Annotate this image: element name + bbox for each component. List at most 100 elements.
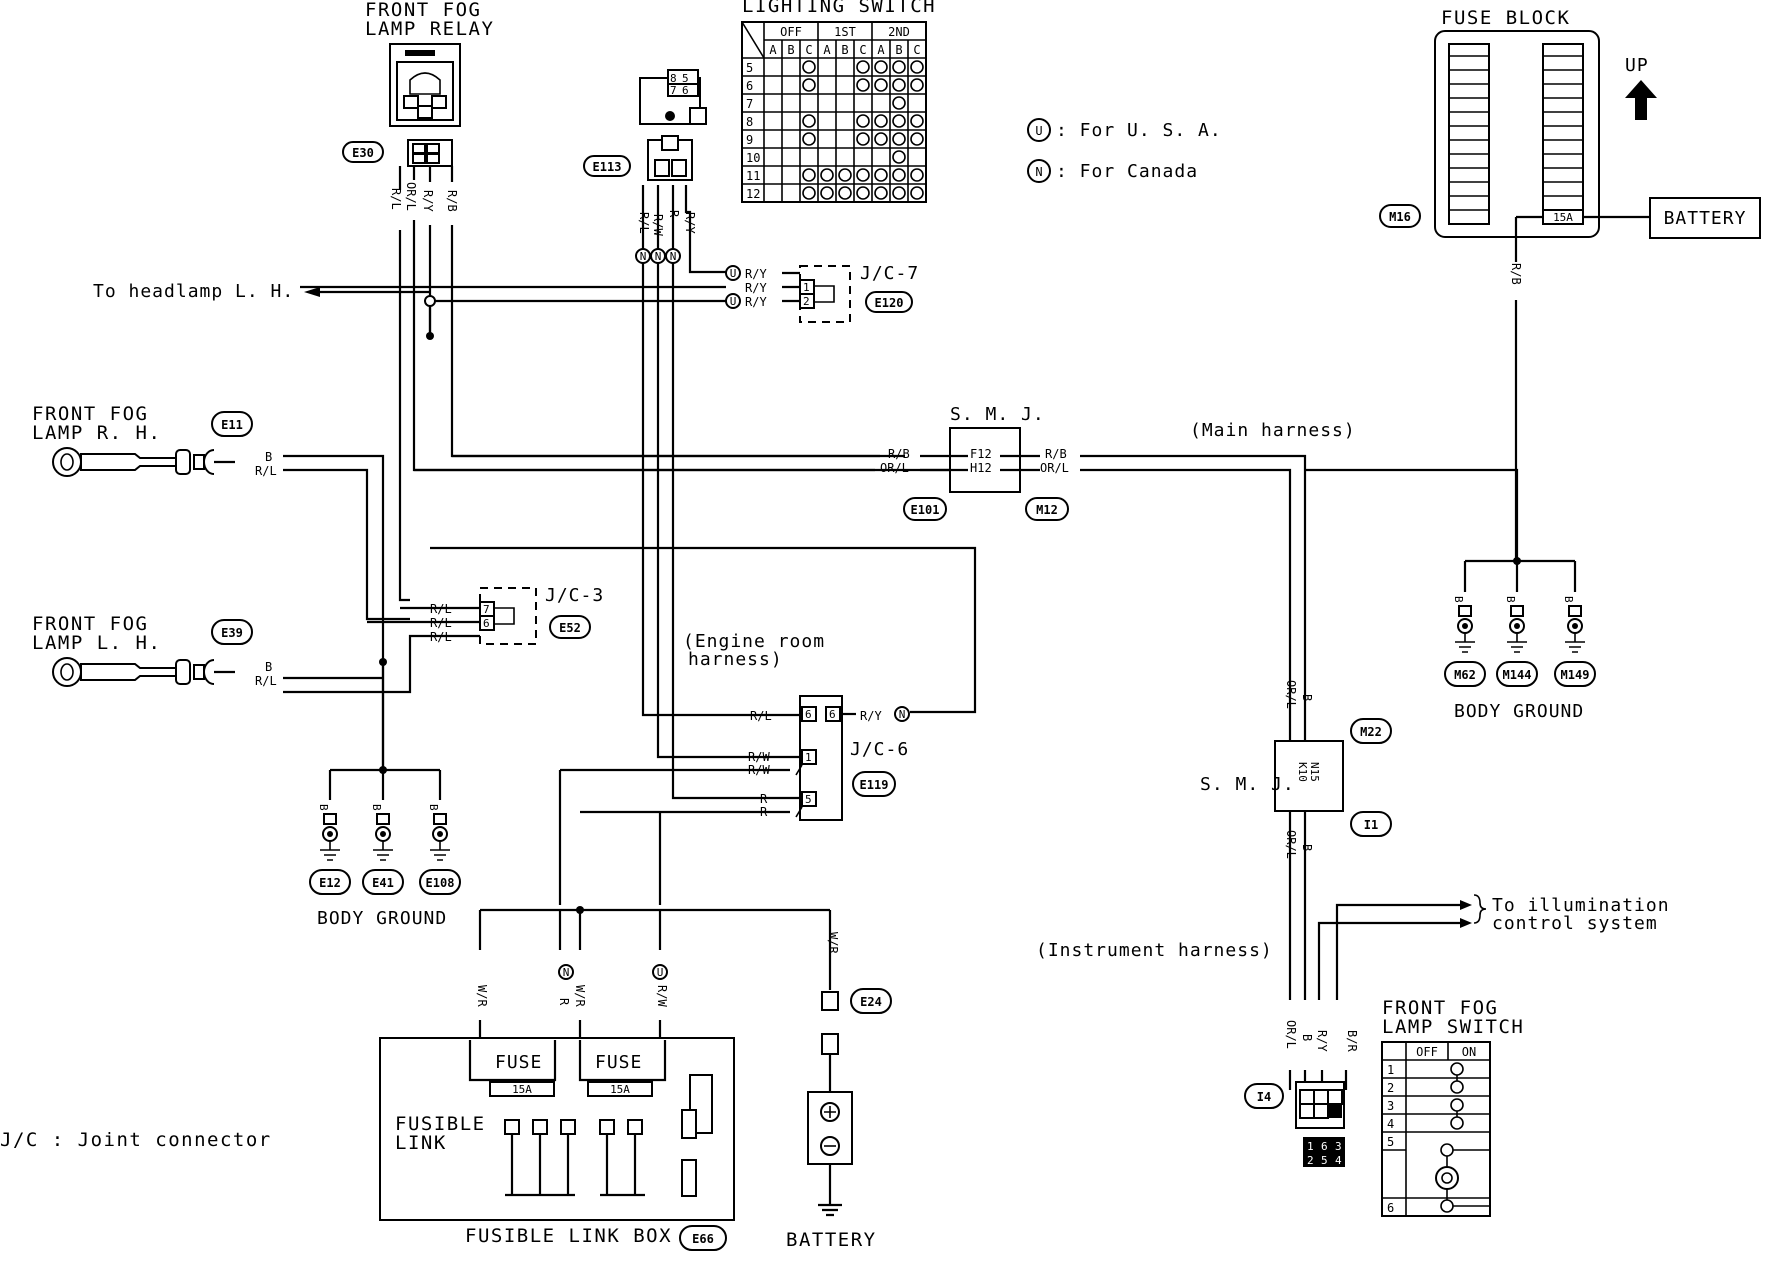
connector-e11: E11 xyxy=(211,411,253,437)
ls-col-4: B xyxy=(841,43,848,57)
ls-contact-mark xyxy=(892,132,906,146)
wire-wr-fusible-2: W/R xyxy=(573,985,587,1007)
ls-contact-mark xyxy=(874,60,888,74)
battery-symbol xyxy=(807,1091,853,1165)
wire-rl-fog-lh: R/L xyxy=(255,674,277,688)
ls-col-0: A xyxy=(769,43,777,57)
wire-orl-smj-right: OR/L xyxy=(1040,461,1069,475)
ls-group-1: 1ST xyxy=(834,25,856,39)
wire-rb-smj-right: R/B xyxy=(1045,447,1067,461)
wire-ry-jc7-1: R/Y xyxy=(745,267,767,281)
i4-pin-map: 1 6 3 2 5 4 xyxy=(1303,1137,1345,1167)
body-ground-right-label: BODY GROUND xyxy=(1454,701,1584,722)
wire-wr-fusible-1: W/R xyxy=(475,985,489,1007)
fusible-link-label-2: LINK xyxy=(395,1132,447,1154)
svg-text:E11: E11 xyxy=(221,418,243,432)
ls-contact-mark xyxy=(838,186,852,200)
ls-row-5: 5 xyxy=(746,61,753,75)
svg-text:6: 6 xyxy=(682,84,689,97)
smj-pin-n15: N15 xyxy=(1308,762,1321,782)
svg-text:FUSE: FUSE xyxy=(495,1052,542,1073)
svg-text:5: 5 xyxy=(1321,1154,1328,1167)
body-ground-left-label: BODY GROUND xyxy=(317,908,447,929)
svg-text:I4: I4 xyxy=(1257,1090,1271,1104)
ls-contact-mark xyxy=(892,60,906,74)
svg-text:: For U. S. A.: : For U. S. A. xyxy=(1056,120,1222,141)
fog-lh-plug xyxy=(193,659,235,685)
svg-text:N: N xyxy=(640,250,647,263)
connector-m16: M16 xyxy=(1379,204,1421,228)
ls-contact-mark xyxy=(802,132,816,146)
connector-m144: M144 xyxy=(1496,661,1538,687)
svg-text:7: 7 xyxy=(670,84,677,97)
fog-switch-row-2: 2 xyxy=(1387,1081,1394,1095)
fog-switch-row-3: 3 xyxy=(1387,1099,1394,1113)
svg-text:E108: E108 xyxy=(426,876,455,890)
svg-text:U: U xyxy=(730,295,737,308)
wire-ry-i4: R/Y xyxy=(1315,1030,1329,1052)
wire-rl-jc6: R/L xyxy=(750,709,772,723)
wire-rb-relay: R/B xyxy=(445,190,459,212)
ls-contact-mark xyxy=(856,78,870,92)
instrument-harness-label: (Instrument harness) xyxy=(1036,940,1273,961)
relay-connector-e30 xyxy=(407,139,453,167)
ls-row-12: 12 xyxy=(746,187,760,201)
jc3-label: J/C-3 xyxy=(545,585,604,606)
legend-canada: N : For Canada xyxy=(1027,159,1197,183)
fog-rh-title-2: LAMP R. H. xyxy=(32,422,161,444)
ls-contact-mark xyxy=(892,168,906,182)
jc3: 7 6 xyxy=(479,587,537,645)
svg-text:U: U xyxy=(730,267,737,280)
svg-text:B: B xyxy=(1562,596,1575,603)
jc6-label: J/C-6 xyxy=(850,739,909,760)
ls-contact-mark xyxy=(910,114,924,128)
fuse-block: 15A xyxy=(1434,30,1600,238)
svg-text:M16: M16 xyxy=(1389,210,1411,224)
ls-contact-mark xyxy=(892,96,906,110)
illumination-label-2: control system xyxy=(1492,913,1658,934)
svg-text:E66: E66 xyxy=(692,1232,714,1246)
connector-i4-body xyxy=(1295,1081,1345,1129)
wire-b-m22-bottom: B xyxy=(1300,844,1314,851)
ls-row-9: 9 xyxy=(746,133,753,147)
svg-text:M149: M149 xyxy=(1561,668,1590,682)
relay-title-2: LAMP RELAY xyxy=(365,18,494,40)
svg-text:15A: 15A xyxy=(610,1083,630,1096)
svg-text:1: 1 xyxy=(803,281,810,294)
usa-markers-jc7: U U xyxy=(725,265,741,309)
up-label: UP xyxy=(1625,55,1649,76)
ls-contact-mark xyxy=(802,186,816,200)
connector-e24: E24 xyxy=(850,988,892,1014)
connector-e39: E39 xyxy=(211,619,253,645)
wire-b-fog-lh: B xyxy=(265,660,272,674)
ls-contact-mark xyxy=(892,114,906,128)
ls-col-3: A xyxy=(823,43,831,57)
fusible-link-box xyxy=(379,1037,735,1221)
fusible-link-elements xyxy=(504,1074,713,1197)
fog-switch-col-0: OFF xyxy=(1416,1045,1438,1059)
wire-ry-jc6: R/Y xyxy=(860,709,882,723)
svg-text:B: B xyxy=(1504,596,1517,603)
relay-title-1: FRONT FOG xyxy=(365,0,481,21)
svg-text:E39: E39 xyxy=(221,626,243,640)
svg-text:B: B xyxy=(1452,596,1465,603)
fog-rh-plug xyxy=(193,449,235,475)
fusible-wire-markers: N U xyxy=(558,964,668,980)
illumination-label-1: To illumination xyxy=(1492,895,1670,916)
ls-contact-mark xyxy=(892,150,906,164)
svg-text:B: B xyxy=(317,804,330,811)
connector-e52: E52 xyxy=(549,615,591,639)
ls-col-5: C xyxy=(859,43,866,57)
legend-usa: U : For U. S. A. xyxy=(1027,118,1222,142)
ls-col-6: A xyxy=(877,43,885,57)
svg-text:15A: 15A xyxy=(512,1083,532,1096)
svg-text:FUSE: FUSE xyxy=(595,1052,642,1073)
ls-contact-mark xyxy=(892,78,906,92)
wire-orl-i4: OR/L xyxy=(1284,1020,1298,1049)
ls-contact-mark xyxy=(910,60,924,74)
battery-top-box xyxy=(1649,197,1761,239)
jc-legend: J/C : Joint connector xyxy=(0,1129,272,1151)
